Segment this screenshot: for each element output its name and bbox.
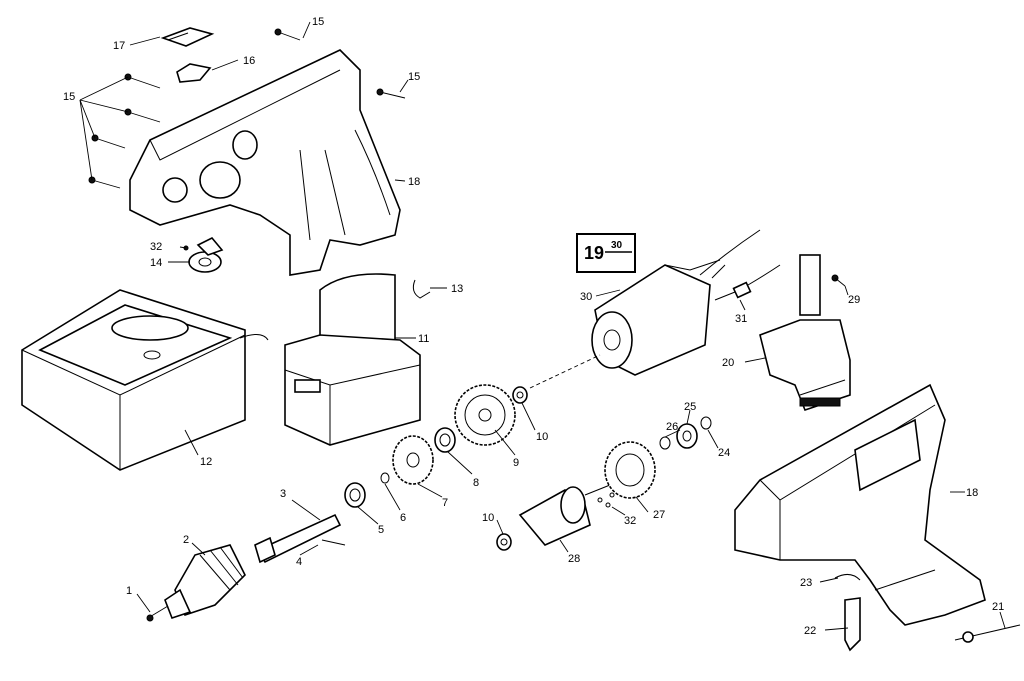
label-16: 16 xyxy=(243,55,255,67)
label-32-bottom: 32 xyxy=(624,515,636,527)
label-3: 3 xyxy=(280,488,286,500)
callout-labels: 17 16 15 15 15 18 32 14 13 11 12 30 31 2… xyxy=(63,16,1004,637)
label-8: 8 xyxy=(473,477,479,489)
kit-box: 19 30 xyxy=(576,233,636,273)
leader-lines xyxy=(79,21,1006,631)
label-29: 29 xyxy=(848,294,860,306)
battery-pack xyxy=(284,273,421,446)
label-15-top: 15 xyxy=(312,16,324,28)
label-26: 26 xyxy=(666,421,678,433)
label-15-left: 15 xyxy=(63,91,75,103)
label-22: 22 xyxy=(804,625,816,637)
label-24: 24 xyxy=(718,447,730,459)
label-18-top: 18 xyxy=(408,176,420,188)
screws xyxy=(88,28,406,189)
bearing-25 xyxy=(676,423,698,449)
label-12: 12 xyxy=(200,456,212,468)
spring-wire-13 xyxy=(412,279,431,299)
washer-6 xyxy=(380,472,390,484)
label-5: 5 xyxy=(378,524,384,536)
label-6: 6 xyxy=(400,512,406,524)
label-11: 11 xyxy=(418,333,429,345)
label-18-bottom: 18 xyxy=(966,487,978,499)
label-17: 17 xyxy=(113,40,125,52)
label-1: 1 xyxy=(126,585,132,597)
label-2: 2 xyxy=(183,534,189,546)
spindle-3 xyxy=(254,513,342,564)
label-9: 9 xyxy=(513,457,519,469)
washer-10-lower xyxy=(496,533,512,551)
axis-line-motor xyxy=(529,354,601,389)
kit-box-sub: 30 xyxy=(611,240,623,251)
clip-23 xyxy=(834,574,861,581)
label-10-upper: 10 xyxy=(536,431,548,443)
switch-plate xyxy=(160,27,215,47)
gear-9 xyxy=(454,384,516,446)
label-31: 31 xyxy=(735,313,747,325)
label-20: 20 xyxy=(722,357,734,369)
ring-8 xyxy=(434,427,456,453)
label-23: 23 xyxy=(800,577,812,589)
clip-24 xyxy=(700,416,712,430)
chuck-screw xyxy=(146,605,169,622)
trigger-switch xyxy=(759,254,851,411)
clutch-part-14 xyxy=(183,237,224,273)
housing-half-left xyxy=(129,49,401,276)
label-21: 21 xyxy=(992,601,1004,613)
label-7: 7 xyxy=(442,497,448,509)
kit-box-main: 19 xyxy=(584,243,604,263)
spring-22 xyxy=(844,597,861,652)
gear-27 xyxy=(604,441,656,499)
motor xyxy=(591,229,761,376)
washer-26 xyxy=(659,436,671,450)
label-32-top: 32 xyxy=(150,241,162,253)
housing-half-right xyxy=(734,383,986,626)
screw-29 xyxy=(831,274,846,287)
washer-10-upper xyxy=(512,386,528,404)
planetary-carrier-28 xyxy=(518,484,611,546)
label-13: 13 xyxy=(451,283,463,295)
label-25: 25 xyxy=(684,401,696,413)
label-30: 30 xyxy=(580,291,592,303)
label-15-right: 15 xyxy=(408,71,420,83)
label-14: 14 xyxy=(150,257,162,269)
gear-7 xyxy=(392,435,434,485)
connector-31 xyxy=(714,264,781,301)
label-10-lower: 10 xyxy=(482,512,494,524)
label-28: 28 xyxy=(568,553,580,565)
label-27: 27 xyxy=(653,509,665,521)
bearing-5 xyxy=(344,482,366,508)
bracket-part-16 xyxy=(176,63,212,83)
label-4: 4 xyxy=(296,556,302,568)
balls-32 xyxy=(597,492,615,508)
pin-4 xyxy=(321,539,346,546)
reverse-rod-21 xyxy=(954,624,1021,643)
battery-charger xyxy=(21,289,269,471)
keyless-chuck xyxy=(164,544,246,619)
